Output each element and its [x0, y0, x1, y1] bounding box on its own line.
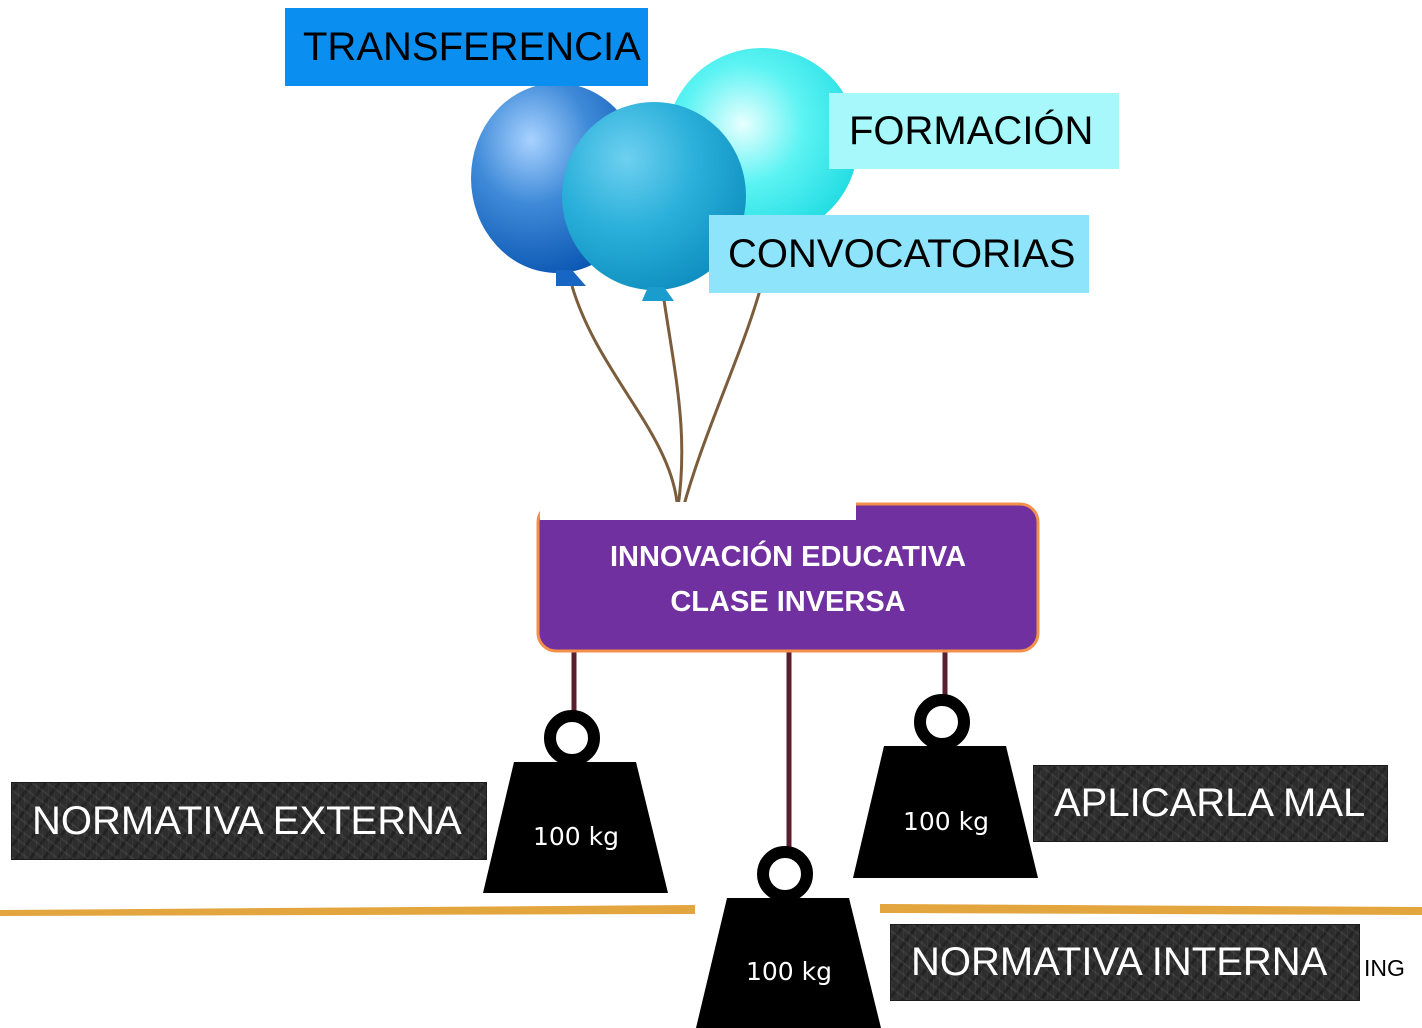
- weight-ropes: [571, 650, 948, 848]
- center-box-line2: CLASE INVERSA: [670, 586, 905, 618]
- label-normativa-externa-text: NORMATIVA EXTERNA: [32, 798, 462, 843]
- weight-right: 100 kg: [853, 694, 1038, 878]
- label-formacion-text: FORMACIÓN: [849, 108, 1094, 153]
- label-aplicarla-mal-text: APLICARLA MAL: [1054, 781, 1366, 825]
- balloon-teal: [562, 102, 746, 301]
- weight-left: 100 kg: [483, 710, 668, 893]
- label-normativa-interna-text: NORMATIVA INTERNA: [911, 940, 1328, 984]
- label-transferencia-text: TRANSFERENCIA: [303, 24, 641, 69]
- label-aplicarla-mal: APLICARLA MAL: [1033, 765, 1388, 842]
- weight-left-label: 100 kg: [533, 822, 619, 851]
- weight-center-label: 100 kg: [746, 957, 832, 986]
- ground-line: [0, 904, 1422, 916]
- label-ing-fragment-text: ING: [1364, 954, 1405, 981]
- label-transferencia: TRANSFERENCIA: [285, 8, 648, 86]
- weight-right-label: 100 kg: [903, 807, 989, 836]
- label-convocatorias: CONVOCATORIAS: [709, 215, 1089, 293]
- label-normativa-interna: NORMATIVA INTERNA: [890, 924, 1360, 1001]
- label-convocatorias-text: CONVOCATORIAS: [728, 231, 1076, 276]
- balloon-strings: [570, 285, 762, 521]
- weight-center: 100 kg: [696, 846, 881, 1028]
- label-ing-fragment: ING: [1362, 950, 1420, 986]
- label-formacion: FORMACIÓN: [829, 93, 1119, 169]
- center-box: INNOVACIÓN EDUCATIVA CLASE INVERSA: [536, 502, 1040, 653]
- label-normativa-externa: NORMATIVA EXTERNA: [11, 782, 487, 860]
- center-box-line1: INNOVACIÓN EDUCATIVA: [610, 539, 966, 573]
